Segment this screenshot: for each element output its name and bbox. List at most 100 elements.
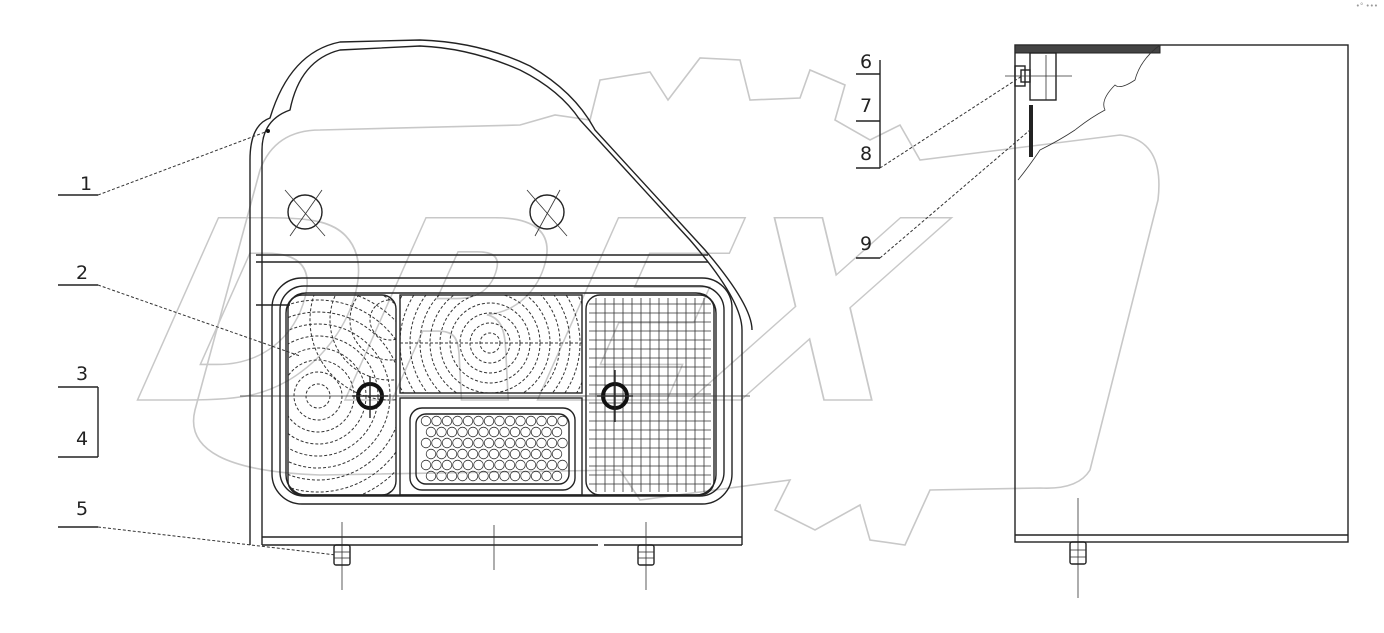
hex-cell: [436, 426, 447, 438]
hex-cell: [551, 470, 563, 482]
lens-section-top-middle: [399, 294, 583, 394]
hex-cell: [536, 459, 547, 471]
hex-cell: [436, 448, 447, 460]
hex-cell: [488, 426, 500, 438]
hex-cell: [478, 470, 489, 482]
hex-cell: [467, 448, 479, 460]
callout-label-1: 1: [80, 173, 92, 195]
hex-cell: [425, 470, 437, 482]
hex-cell: [509, 470, 521, 482]
callout-9: 9: [856, 129, 1031, 259]
hex-cell: [515, 437, 526, 449]
callout-label-5: 5: [76, 498, 88, 520]
hex-cell: [457, 448, 468, 460]
hex-cell: [494, 459, 505, 471]
housing-front-view: [240, 39, 753, 590]
reflector-section: [399, 397, 583, 496]
hex-cell: [457, 426, 468, 438]
hex-cell: [483, 459, 495, 471]
cover-inner-outline: [249, 39, 753, 545]
hex-cell: [457, 470, 468, 482]
hex-cell: [541, 448, 552, 460]
hex-cell: [499, 426, 510, 438]
hex-cell: [520, 470, 531, 482]
watermark-logo: DREX: [117, 57, 1160, 546]
hex-cell: [441, 415, 453, 427]
cover-outline: [261, 45, 743, 545]
hex-cell: [446, 448, 458, 460]
hex-cell: [462, 437, 474, 449]
hex-cell: [530, 426, 542, 438]
hex-cell: [541, 426, 552, 438]
hex-cell: [509, 448, 521, 460]
callout-label-2: 2: [76, 262, 88, 284]
hex-cell: [525, 459, 537, 471]
hex-cell: [420, 415, 432, 427]
bolt-side: [1069, 498, 1087, 598]
hex-cell: [478, 448, 489, 460]
hex-cell: [504, 415, 516, 427]
hex-cell: [452, 415, 463, 427]
hex-cell: [431, 437, 442, 449]
hex-cell: [530, 470, 542, 482]
corner-mark: •° •••: [1355, 2, 1378, 10]
hex-cell: [473, 437, 484, 449]
hex-cell: [509, 426, 521, 438]
hex-cell: [551, 426, 563, 438]
hex-cell: [557, 459, 568, 471]
hex-cell: [478, 426, 489, 438]
hex-cell: [467, 426, 479, 438]
hex-cell: [557, 415, 568, 427]
hex-cell: [441, 459, 453, 471]
housing-side-view: [1005, 44, 1349, 598]
hex-cell: [551, 448, 563, 460]
hex-cell: [420, 437, 432, 449]
hex-cell: [525, 415, 537, 427]
hex-cell: [557, 437, 568, 449]
hex-cell: [530, 448, 542, 460]
mount-hole-left: [284, 189, 326, 237]
hex-cell: [546, 415, 558, 427]
hex-cell: [462, 415, 474, 427]
hex-cell: [431, 415, 442, 427]
side-body: [1014, 44, 1349, 543]
callout-label-8: 8: [860, 143, 872, 165]
watermark-text: DREX: [118, 168, 965, 460]
callout-6-7-8: 6 7 8: [856, 51, 1023, 169]
hex-cell: [546, 437, 558, 449]
mount-hole-right: [526, 189, 568, 237]
hex-cell: [441, 437, 453, 449]
hex-cell: [431, 459, 442, 471]
hex-cell: [541, 470, 552, 482]
hex-cell: [473, 415, 484, 427]
hex-cell: [473, 459, 484, 471]
hex-cell: [546, 459, 558, 471]
hex-cell: [504, 459, 516, 471]
hex-cell: [462, 459, 474, 471]
hex-cell: [504, 437, 516, 449]
bolt-left: [333, 522, 351, 590]
callout-label-9: 9: [860, 233, 872, 255]
callout-label-6: 6: [860, 51, 872, 73]
hex-cell: [494, 415, 505, 427]
callout-label-7: 7: [860, 95, 872, 117]
watermark-gear-icon: [192, 57, 1160, 546]
hex-cell: [515, 459, 526, 471]
hex-cell: [488, 470, 500, 482]
hex-cell: [520, 448, 531, 460]
lamp-frame: [279, 285, 725, 497]
hex-cell: [420, 459, 432, 471]
callout-label-4: 4: [76, 428, 88, 450]
hex-cell: [446, 470, 458, 482]
hex-cell: [515, 415, 526, 427]
hex-cell: [452, 459, 463, 471]
lamp-outer-frame: [271, 277, 733, 505]
hex-cell: [525, 437, 537, 449]
hex-cell: [452, 437, 463, 449]
hex-cell: [483, 437, 495, 449]
hex-cell: [520, 426, 531, 438]
callout-2: 2: [58, 262, 301, 357]
hex-cell: [499, 470, 510, 482]
